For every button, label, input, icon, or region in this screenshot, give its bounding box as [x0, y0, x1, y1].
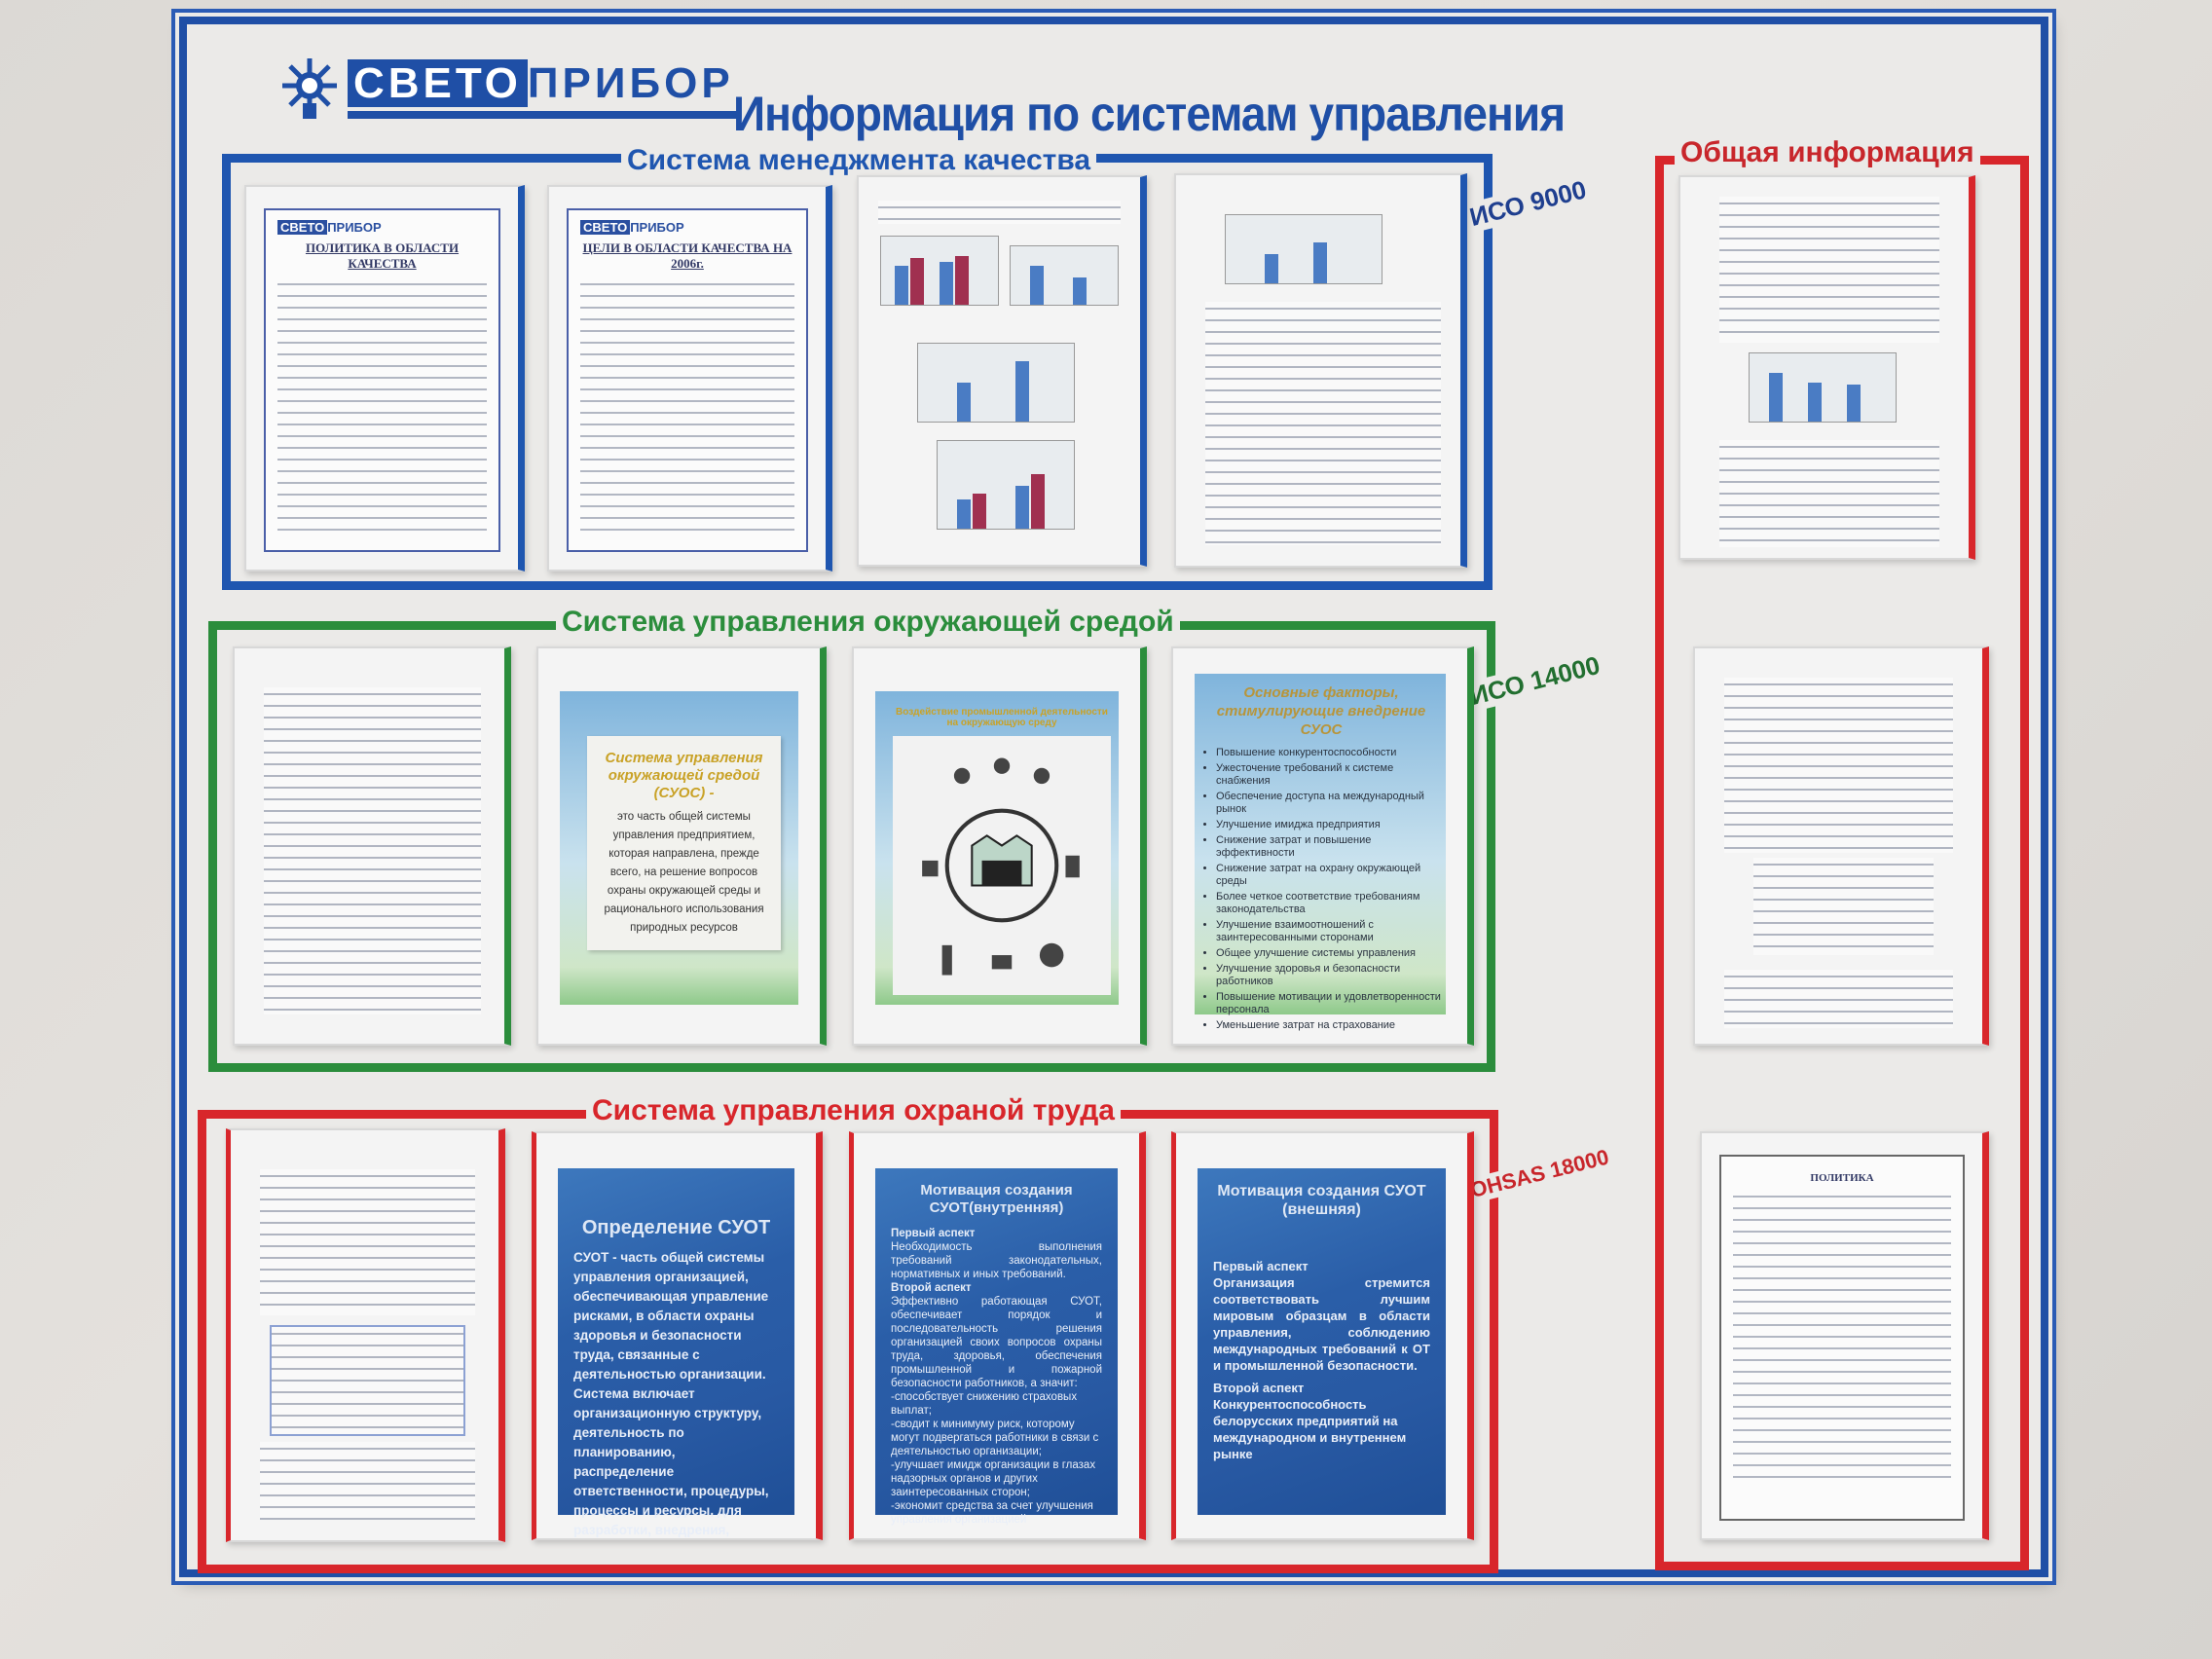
factor-item: Обеспечение доступа на международный рын…	[1216, 791, 1442, 816]
environmental-impact-card[interactable]: Воздействие промышленной деятельности на…	[852, 646, 1147, 1046]
suot-internal-motivation-card[interactable]: Мотивация создания СУОТ(внутренняя) Перв…	[849, 1131, 1146, 1540]
sun-emblem-icon	[282, 58, 337, 119]
factor-item: Повышение конкурентоспособности	[1216, 747, 1442, 759]
aspect-label: Второй аспект	[891, 1282, 972, 1294]
general-info-card-3[interactable]: ПОЛИТИКА	[1700, 1131, 1989, 1540]
general-info-card-2[interactable]	[1693, 646, 1989, 1046]
safety-document-card[interactable]	[226, 1128, 505, 1542]
impact-heading: Воздействие промышленной деятельности на…	[896, 707, 1108, 728]
doc-heading: ЦЕЛИ В ОБЛАСТИ КАЧЕСТВА НА 2006г.	[582, 240, 793, 271]
factor-item: Общее улучшение системы управления	[1216, 947, 1442, 960]
general-info-card-1[interactable]	[1678, 175, 1975, 560]
bar-chart-thumbnail	[1010, 245, 1119, 306]
aspect-text: Конкурентоспособность белорусских предпр…	[1213, 1397, 1407, 1461]
logo-part2: ПРИБОР	[527, 59, 734, 107]
benefit-item: -экономит средства за счет улучшения упр…	[891, 1500, 1093, 1526]
aspect-label: Второй аспект	[1213, 1381, 1305, 1395]
benefit-item: -улучшает имидж организации в глазах над…	[891, 1459, 1096, 1498]
aspect-text: Необходимость выполнения требований зако…	[891, 1241, 1102, 1280]
benefit-item: -способствует снижению страховых выплат;	[891, 1391, 1078, 1417]
logo-part1: СВЕТО	[348, 59, 528, 107]
suos-factors-card[interactable]: Основные факторы, стимулирующие внедрени…	[1171, 646, 1474, 1046]
general-info-title: Общая информация	[1675, 136, 1980, 169]
factor-item: Улучшение взаимоотношений с заинтересова…	[1216, 919, 1442, 944]
bar-chart-thumbnail	[917, 343, 1075, 423]
suot-external-motivation-card[interactable]: Мотивация создания СУОТ (внешняя) Первый…	[1171, 1131, 1474, 1540]
factor-item: Снижение затрат на охрану окружающей сре…	[1216, 863, 1442, 888]
suos-definition-heading: Система управления окружающей средой (СУ…	[605, 750, 763, 801]
factory-diagram	[893, 736, 1111, 995]
suot-definition-text: СУОТ - часть общей системы управления ор…	[573, 1250, 769, 1537]
suos-definition-card[interactable]: Система управления окружающей средой (СУ…	[536, 646, 827, 1046]
bar-chart-thumbnail	[1749, 352, 1897, 423]
aspect-text: Эффективно работающая СУОТ, обеспечивает…	[891, 1296, 1102, 1389]
suot-definition-heading: Определение СУОТ	[581, 1217, 771, 1238]
factory-icon	[922, 757, 1080, 976]
benefit-item: -сводит к минимуму риск, которому могут …	[891, 1419, 1099, 1457]
internal-heading: Мотивация создания СУОТ(внутренняя)	[920, 1182, 1073, 1216]
factor-item: Уменьшение затрат на страхование	[1216, 1019, 1442, 1032]
factor-item: Ужесточение требований к системе снабжен…	[1216, 762, 1442, 788]
bar-chart-thumbnail	[1225, 214, 1382, 284]
doc-heading: ПОЛИТИКА В ОБЛАСТИ КАЧЕСТВА	[305, 240, 460, 271]
environment-document-card[interactable]	[233, 646, 511, 1046]
environment-section-title: Система управления окружающей средой	[556, 606, 1180, 639]
factor-item: Улучшение здоровья и безопасности работн…	[1216, 963, 1442, 988]
aspect-text: Организация стремится соответствовать лу…	[1213, 1275, 1430, 1373]
aspect-label: Первый аспект	[1213, 1259, 1309, 1273]
board-title: Информация по системам управления	[733, 87, 1566, 141]
bar-chart-thumbnail	[880, 236, 999, 306]
aspect-label: Первый аспект	[891, 1228, 976, 1239]
suos-definition-text: это часть общей системы управления предп…	[604, 811, 764, 934]
factors-list: Повышение конкурентоспособности Ужесточе…	[1200, 747, 1442, 1032]
factor-item: Повышение мотивации и удовлетворенности …	[1216, 991, 1442, 1016]
quality-charts-card[interactable]	[857, 175, 1147, 567]
quality-section-title: Система менеджмента качества	[621, 144, 1097, 177]
doc-heading: ПОЛИТИКА	[1810, 1172, 1874, 1184]
external-heading: Мотивация создания СУОТ (внешняя)	[1217, 1183, 1426, 1218]
factors-heading: Основные факторы, стимулирующие внедрени…	[1216, 684, 1426, 738]
factor-item: Снижение затрат и повышение эффективност…	[1216, 834, 1442, 860]
bar-chart-thumbnail	[937, 440, 1075, 530]
safety-section-title: Система управления охраной труда	[586, 1094, 1121, 1127]
suot-definition-card[interactable]: Определение СУОТ СУОТ - часть общей сист…	[532, 1131, 823, 1540]
factor-item: Улучшение имиджа предприятия	[1216, 819, 1442, 831]
quality-results-card[interactable]	[1174, 173, 1467, 568]
factor-item: Более четкое соответствие требованиям за…	[1216, 891, 1442, 916]
